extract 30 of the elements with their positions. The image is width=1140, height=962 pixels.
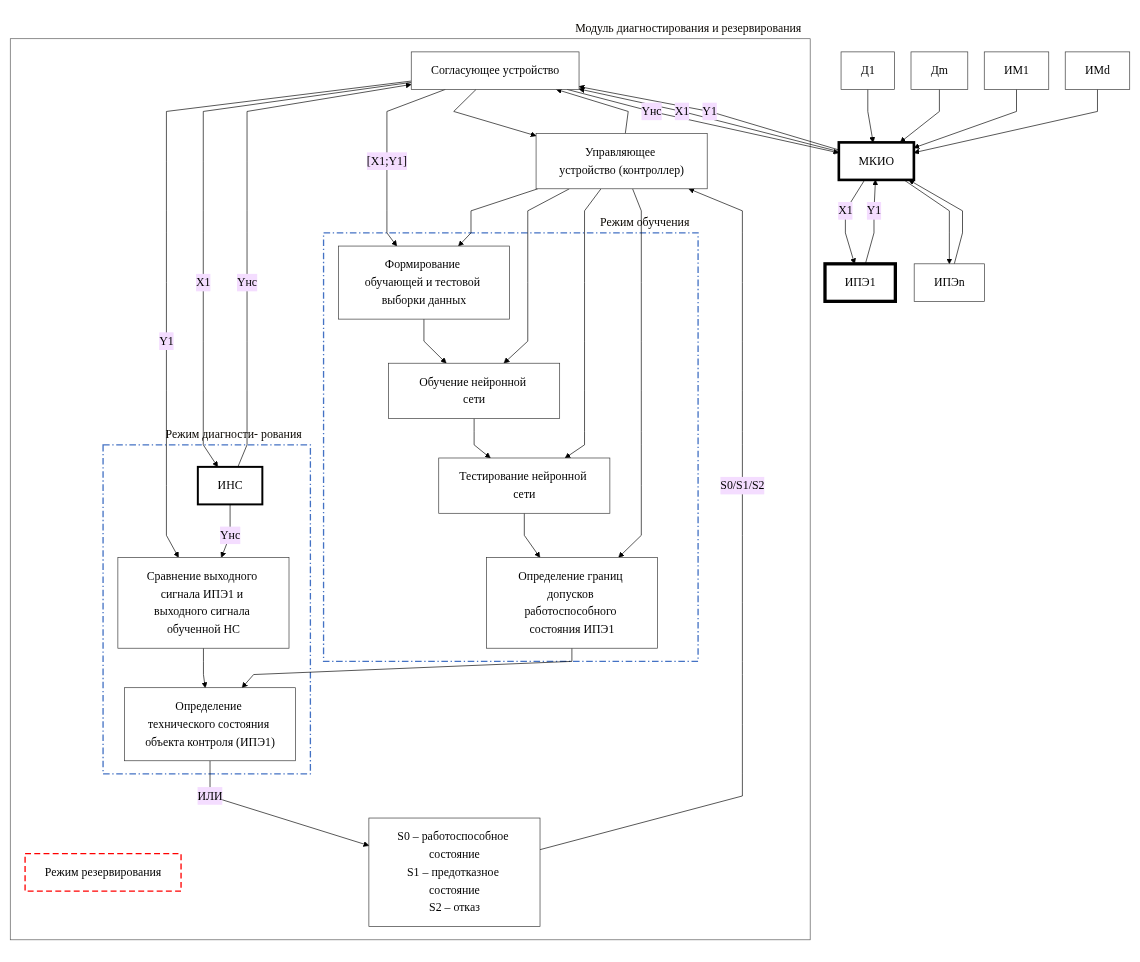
node-box: ИПЭ1 — [823, 262, 897, 303]
edge-label: ИЛИ — [197, 789, 223, 803]
edge-label: Yнс — [641, 104, 662, 118]
node-box: Согласующее устройство — [410, 51, 580, 90]
node-box: ИПЭn — [913, 263, 985, 302]
node-box: S0 – работоспособное состояние S1 – предотказное состояние S2 – отказ — [368, 817, 541, 927]
node-box: Тестирование нейронной сети — [438, 457, 611, 514]
node-box: Обучение нейронной сети — [388, 362, 561, 419]
node-box: Определение технического состояния объекта контроля (ИПЭ1) — [124, 687, 296, 762]
edge-label: X1 — [196, 275, 211, 289]
node-box: ИМ1 — [983, 51, 1050, 90]
node-box: Формирование обучающей и тестовой выборки данных — [338, 245, 510, 320]
node-box: ИНС — [196, 465, 264, 506]
node-box: Сравнение выходного сигнала ИПЭ1 и выходного сигнала обученной НС — [117, 557, 290, 649]
node-box: Режим резервирования — [24, 852, 182, 892]
node-box: МКИО — [837, 141, 916, 182]
node-box: Дm — [910, 51, 969, 90]
node-box: ИМd — [1064, 51, 1131, 90]
edge-label: Y1 — [866, 203, 882, 218]
edge-label: [X1;Y1] — [366, 154, 407, 168]
edge-label: Yнс — [236, 275, 258, 289]
edge-label: X1 — [674, 104, 690, 118]
edge-label: X1 — [838, 203, 853, 218]
edge-label: S0/S1/S2 — [720, 478, 765, 492]
edge-label: Y1 — [702, 104, 717, 118]
node-box: Управляющее устройство (контроллер) — [535, 133, 708, 190]
edge-label: Yнс — [220, 528, 241, 542]
node-box: Определение границ допусков работоспособного состояния ИПЭ1 — [486, 557, 658, 649]
edge-label: Y1 — [159, 334, 174, 348]
node-box: Д1 — [840, 51, 895, 90]
